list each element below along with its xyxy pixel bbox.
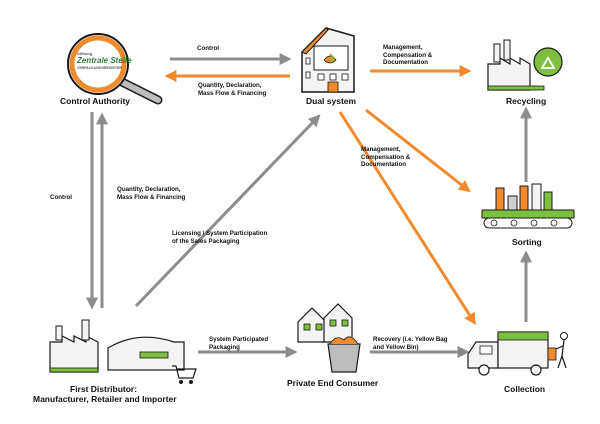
conveyor-icon (481, 183, 575, 229)
logo-line1: Stiftung (77, 51, 93, 56)
edge-label-qdm-left: Quantity, Declaration, Mass Flow & Finan… (117, 186, 186, 201)
arrow-dual-system-to-collection (338, 111, 476, 326)
node-title-private-end-consumer: Private End Consumer (287, 378, 379, 388)
edge-label-recovery: Recovery (i.e. Yellow Bag and Yellow Bin… (373, 336, 448, 351)
node-title-first-distributor-2: Manufacturer, Retailer and Importer (33, 394, 177, 404)
building-icon (301, 27, 355, 93)
logo-line3: VERPACKUNGSREGISTER (77, 66, 122, 70)
node-title-sorting: Sorting (512, 237, 542, 247)
node-title-collection: Collection (504, 384, 546, 394)
truck-icon (467, 331, 568, 376)
edge-label-mcd-top: Management, Compensation & Documentation (383, 44, 433, 67)
node-title-dual-system: Dual system (306, 96, 357, 106)
node-title-first-distributor-1: First Distributor: (70, 384, 138, 394)
edge-label-control-top: Control (197, 45, 219, 52)
node-title-control-authority: Control Authority (60, 96, 131, 106)
factory-shop-icon (49, 319, 197, 384)
edge-label-system-participated: System Participated Packaging (209, 336, 269, 351)
edge-label-qdm-top: Quantity, Declaration, Mass Flow & Finan… (198, 82, 267, 97)
edge-label-mcd-mid: Management, Compensation & Documentation (361, 146, 411, 169)
edge-label-control-left: Control (50, 194, 72, 201)
node-title-recycling: Recycling (506, 96, 547, 106)
arrow-first-distributor-to-dual-system (134, 114, 321, 308)
edge-label-licensing: Licensing / System Participation of the … (172, 230, 268, 245)
logo-line2: Zentrale Stelle (77, 56, 132, 65)
factory-recycle-icon (487, 39, 563, 91)
arrow-dual-system-to-sorting (365, 108, 471, 193)
magnifier-icon (67, 33, 163, 105)
houses-bin-icon (297, 303, 361, 373)
